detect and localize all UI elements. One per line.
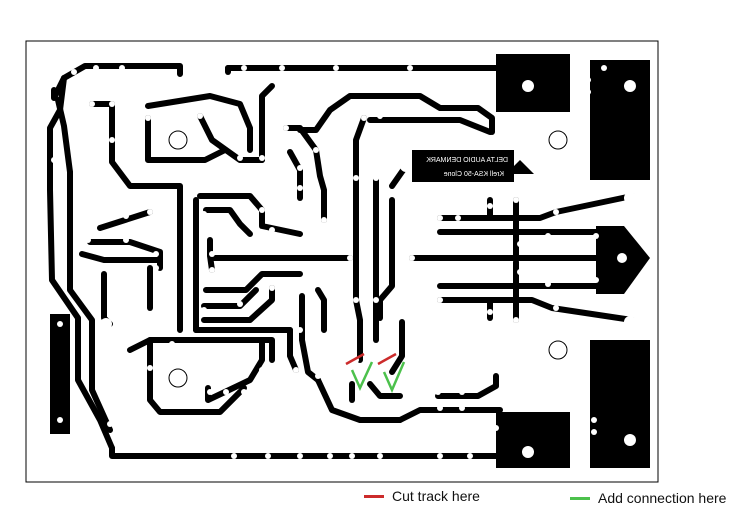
legend-add-label: Add connection here (598, 490, 727, 506)
mounting-holes (168, 130, 568, 388)
modification-marks (345, 352, 406, 394)
silkscreen-line1: DELTA AUDIO DENMARK (426, 157, 508, 164)
cut-mark-1 (345, 352, 365, 366)
add-mark-2 (382, 361, 406, 394)
add-mark-1 (350, 361, 374, 392)
copper-pours (50, 54, 650, 468)
cut-mark-2 (377, 352, 397, 366)
silkscreen-line2: Krell KSA-50 Clone (444, 171, 504, 178)
pads (51, 65, 636, 459)
legend-add: Add connection here (570, 490, 726, 506)
legend-cut: Cut track here (364, 488, 480, 504)
silkscreen-label: DELTA AUDIO DENMARK Krell KSA-50 Clone (412, 150, 514, 182)
legend-cut-label: Cut track here (392, 488, 480, 504)
add-swatch (570, 496, 590, 500)
cut-swatch (364, 494, 384, 498)
